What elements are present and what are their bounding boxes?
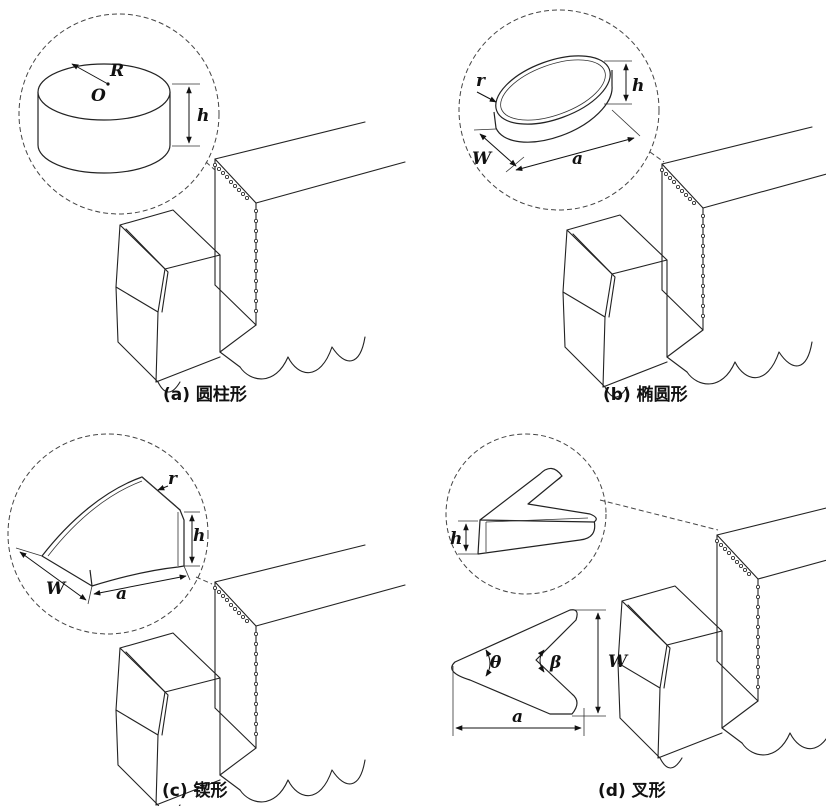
ellipse-shape — [473, 55, 641, 173]
caption-d: (d) 叉形 — [598, 780, 666, 801]
symbol-r: r — [476, 71, 486, 91]
symbol-W: W — [608, 652, 629, 672]
detail-circle-a — [18, 13, 220, 215]
cylinder-shape — [37, 63, 200, 174]
symbol-R: R — [109, 61, 124, 81]
caption-b: (b) 椭圆形 — [603, 384, 688, 405]
fork-3d-shape — [458, 467, 597, 555]
symbol-O: O — [91, 86, 106, 106]
symbol-beta: β — [549, 653, 561, 673]
symbol-a: a — [116, 584, 127, 604]
symbol-W: W — [46, 579, 67, 599]
detail-circle-c — [7, 433, 209, 635]
wedge-shape — [15, 476, 200, 605]
symbol-r: r — [168, 469, 178, 489]
symbol-a: a — [512, 707, 523, 727]
panel-a: R O h (a) 圆柱形 — [18, 13, 406, 405]
caption-a: (a) 圆柱形 — [163, 384, 247, 405]
symbol-theta: θ — [490, 653, 502, 673]
panel-d: h θ β W a (d) 叉形 — [445, 433, 826, 801]
symbol-h: h — [197, 106, 209, 126]
detail-circle-d — [445, 433, 607, 595]
caption-c: (c) 锲形 — [162, 780, 228, 801]
detail-circle-b — [458, 9, 660, 211]
symbol-a: a — [572, 149, 583, 169]
symbol-h: h — [193, 526, 205, 546]
symbol-W: W — [472, 149, 493, 169]
panel-b: r h W a (b) 椭圆形 — [458, 9, 826, 405]
panel-c: r h W a (c) 锲形 — [7, 433, 406, 806]
fork-plan-shape — [451, 609, 606, 736]
symbol-h: h — [632, 76, 644, 96]
symbol-h: h — [450, 529, 462, 549]
